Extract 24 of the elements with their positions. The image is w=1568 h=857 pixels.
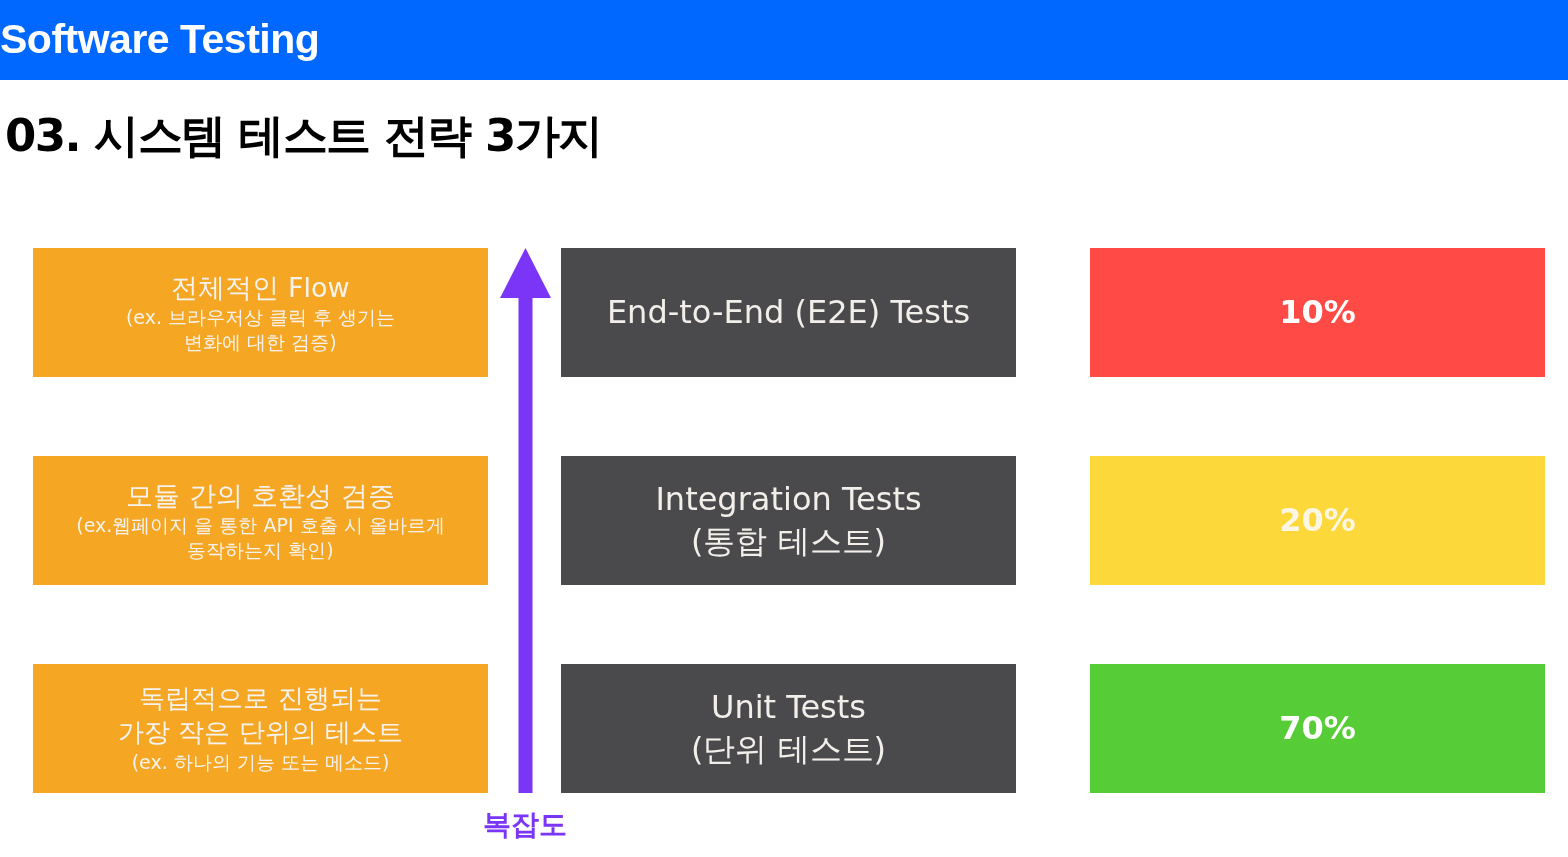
percentage-box <box>1090 248 1545 377</box>
header-title: Software Testing <box>0 16 320 63</box>
test-level-name: End-to-End (E2E) Tests <box>606 291 971 333</box>
box-description: (ex. 브라우저상 클릭 후 생기는 변화에 대한 검증) <box>124 305 397 355</box>
box-description: (ex.웹페이지 을 통한 API 호출 시 올바르게 동작하는지 확인) <box>75 513 446 563</box>
percentage-text: 70% <box>1279 707 1356 749</box>
box-description: (ex. 하나의 기능 또는 메소드) <box>131 749 390 775</box>
box-heading: 독립적으로 진행되는 가장 작은 단위의 테스트 <box>117 682 404 750</box>
percentage-box <box>1090 664 1545 793</box>
test-level-box <box>561 664 1016 793</box>
test-level-box <box>561 248 1016 377</box>
axis-label: 복잡도 <box>482 807 568 843</box>
percentage-text: 10% <box>1279 291 1356 333</box>
description-box <box>33 248 488 377</box>
box-heading: 모듈 간의 호환성 검증 <box>126 479 395 514</box>
page-title: 03. 시스템 테스트 전략 3가지 <box>5 108 602 164</box>
description-box <box>33 664 488 793</box>
test-level-name: Integration Tests (통합 테스트) <box>654 478 923 562</box>
percentage-box <box>1090 456 1545 585</box>
description-box <box>33 456 488 585</box>
test-level-box <box>561 456 1016 585</box>
percentage-text: 20% <box>1279 499 1356 541</box>
test-level-name: Unit Tests (단위 테스트) <box>689 686 888 770</box>
box-heading: 전체적인 Flow <box>171 271 350 306</box>
